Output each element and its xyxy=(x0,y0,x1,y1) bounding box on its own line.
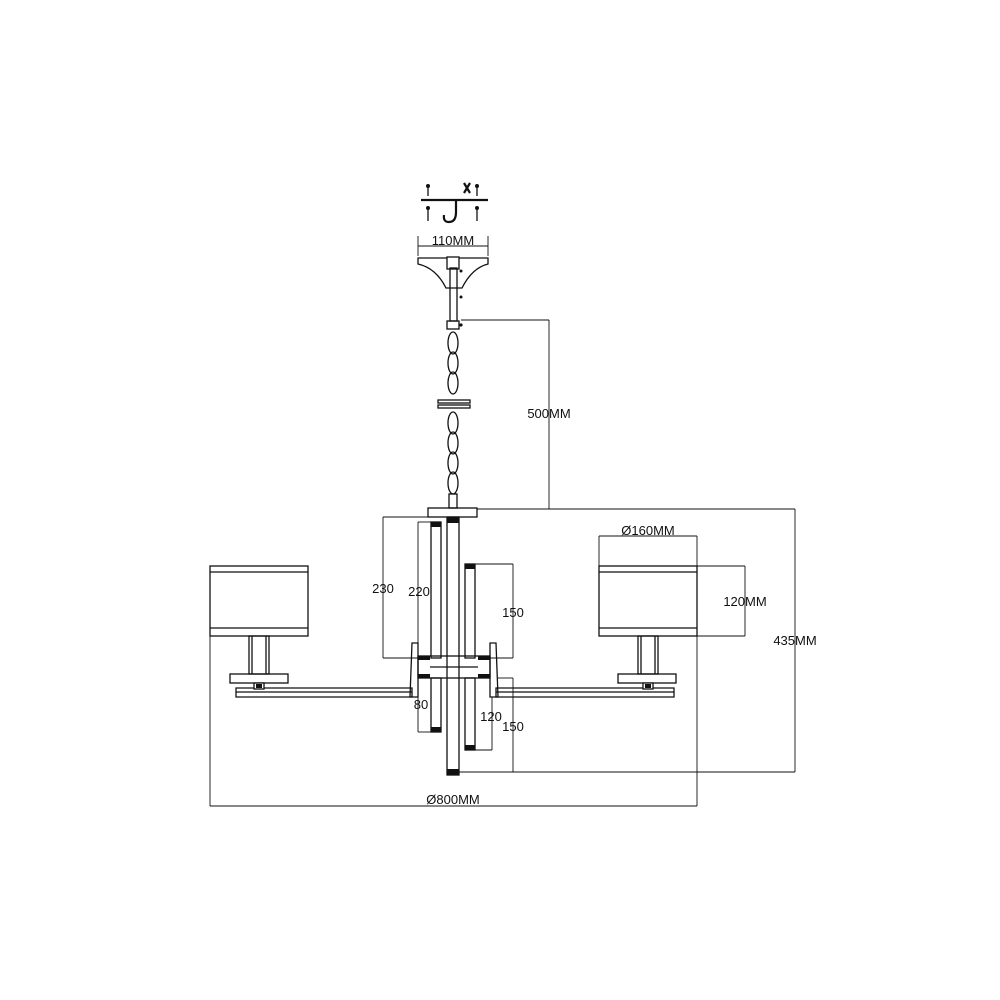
total-diameter-label: Ø800MM xyxy=(426,792,479,807)
screw-icon xyxy=(426,184,430,221)
upper-rod-outer-label: 230 xyxy=(372,581,394,596)
lamp-left xyxy=(209,565,309,690)
arm-right xyxy=(495,687,675,698)
lower-rod-left-label: 80 xyxy=(414,697,428,712)
anchor-icon xyxy=(463,182,471,194)
mounting-hardware xyxy=(421,182,488,224)
upper-rod-short-label: 150 xyxy=(502,605,524,620)
chain xyxy=(437,320,471,509)
lower-rod-mid-label: 120 xyxy=(480,709,502,724)
lamp-right xyxy=(598,565,698,690)
central-body xyxy=(409,507,499,776)
screw-icon xyxy=(475,184,479,221)
shade-height-label: 120MM xyxy=(723,594,766,609)
hook-icon xyxy=(442,200,458,224)
lower-rod-right-label: 150 xyxy=(502,719,524,734)
dimension-labels: 110MM 500MM Ø160MM 120MM 435MM Ø800MM 23… xyxy=(372,233,817,807)
shade-diameter-label: Ø160MM xyxy=(621,523,674,538)
dimension-lines xyxy=(209,319,796,807)
chain-length-label: 500MM xyxy=(527,406,570,421)
ceiling-canopy xyxy=(417,236,489,322)
arm-left xyxy=(235,687,413,698)
total-height-label: 435MM xyxy=(773,633,816,648)
canopy-width-label: 110MM xyxy=(432,233,474,248)
upper-rod-inner-label: 220 xyxy=(408,584,430,599)
